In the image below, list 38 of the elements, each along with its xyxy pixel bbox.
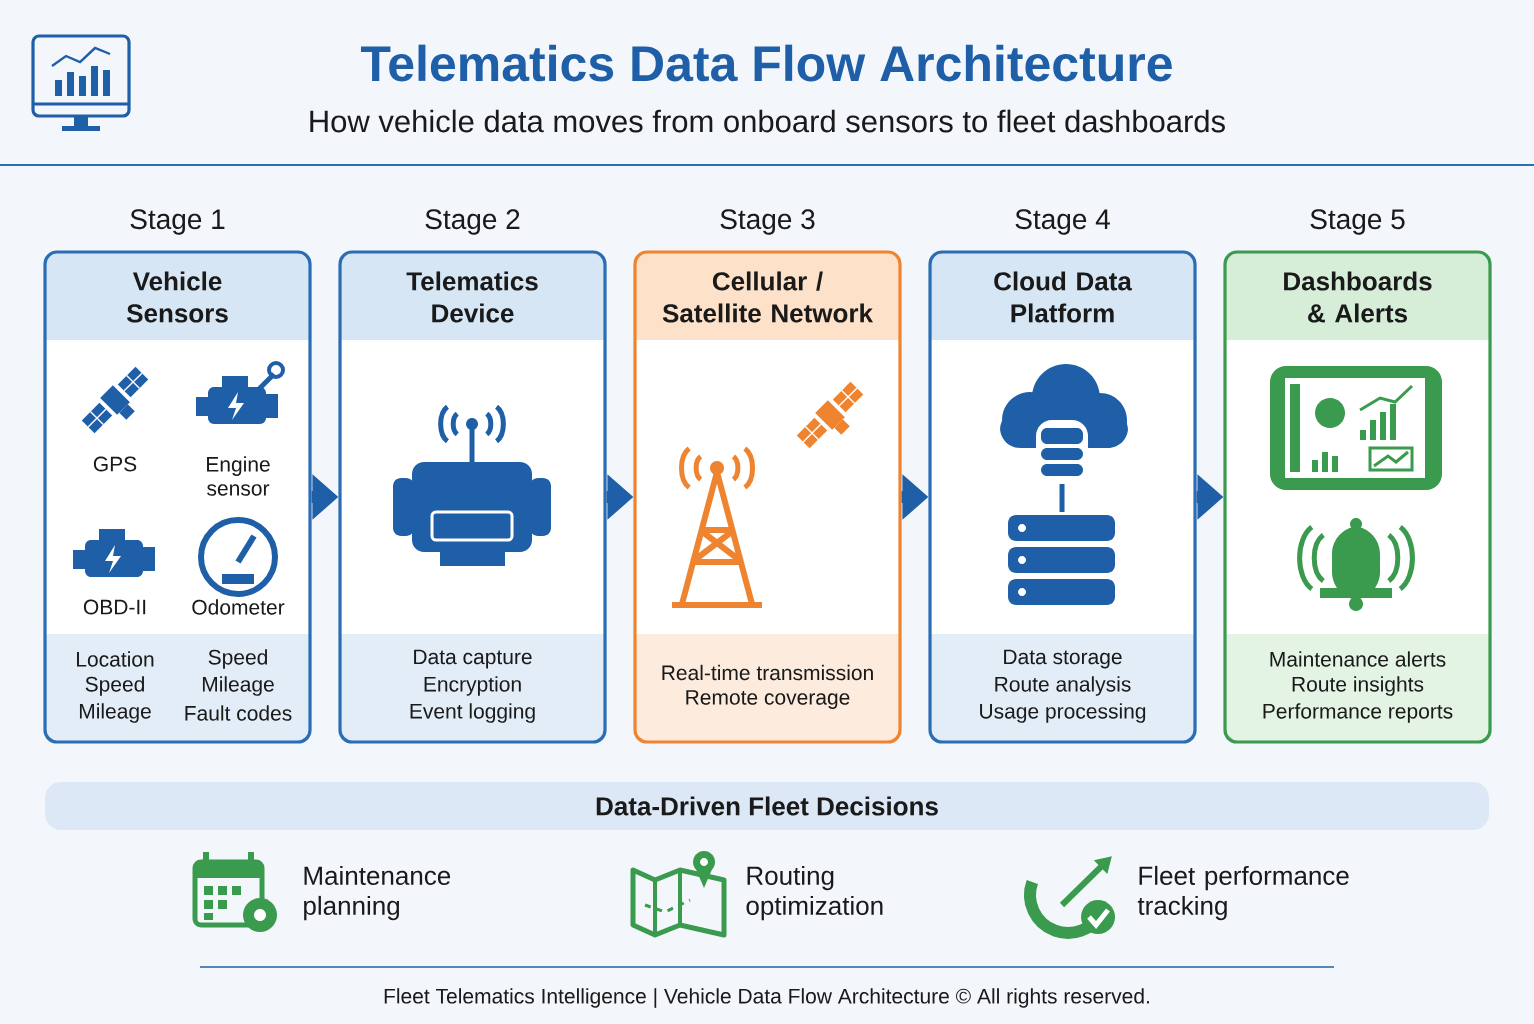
stage-title: Vehicle Sensors [126, 271, 228, 323]
stage-label: Stage 4 [1015, 209, 1110, 235]
feature-item: Encryption [424, 676, 521, 696]
feature-item: Maintenance alerts [1270, 651, 1446, 667]
feature-item: Route analysis [995, 676, 1131, 696]
decision-label: Maintenance planning [304, 865, 451, 921]
stage-label: Stage 5 [1310, 209, 1405, 235]
feature-item: Fault codes [185, 705, 292, 721]
decision-label: Fleet performance tracking [1137, 865, 1349, 921]
stage-title: Cloud Data Platform [994, 271, 1132, 323]
stage-title: Cellular / Satellite Network [662, 271, 873, 323]
icon-label: OBD-II [83, 599, 146, 615]
icon-label: GPS [93, 456, 137, 472]
section-band: Data-Driven Fleet Decisions [45, 782, 1489, 830]
stage-title: Telematics Device [406, 271, 538, 323]
title: Telematics Data Flow Architecture [360, 44, 1172, 82]
icon-label: Engine sensor [207, 456, 270, 496]
feature-item: Event logging [410, 703, 535, 723]
footer-text: Fleet Telematics Intelligence | Vehicle Data Flow Architecture © All rights reserved. [384, 988, 1149, 1008]
stage-label: Stage 1 [130, 209, 225, 235]
feature-item: Real-time transmission [662, 664, 873, 681]
feature-item: Data storage [1004, 649, 1122, 669]
feature-item: Route insights [1292, 676, 1424, 696]
decision-label: Routing optimization [746, 865, 883, 921]
stage-title: Dashboards & Alerts [1284, 271, 1432, 323]
feature-item: Location [77, 651, 154, 667]
feature-item: Usage processing [980, 703, 1146, 723]
stage-label: Stage 3 [720, 209, 815, 235]
feature-item: Mileage [79, 703, 151, 723]
feature-item: Speed [208, 649, 267, 669]
feature-item: Remote coverage [686, 690, 850, 709]
subtitle: How vehicle data moves from onboard sensors to fleet dashboards [310, 109, 1225, 133]
feature-item: Performance reports [1263, 703, 1453, 723]
stage-label: Stage 2 [425, 209, 520, 235]
icon-label: Odometer [192, 599, 285, 615]
feature-item: Mileage [202, 676, 274, 696]
feature-item: Data capture [414, 649, 532, 669]
feature-item: Speed [85, 676, 144, 696]
